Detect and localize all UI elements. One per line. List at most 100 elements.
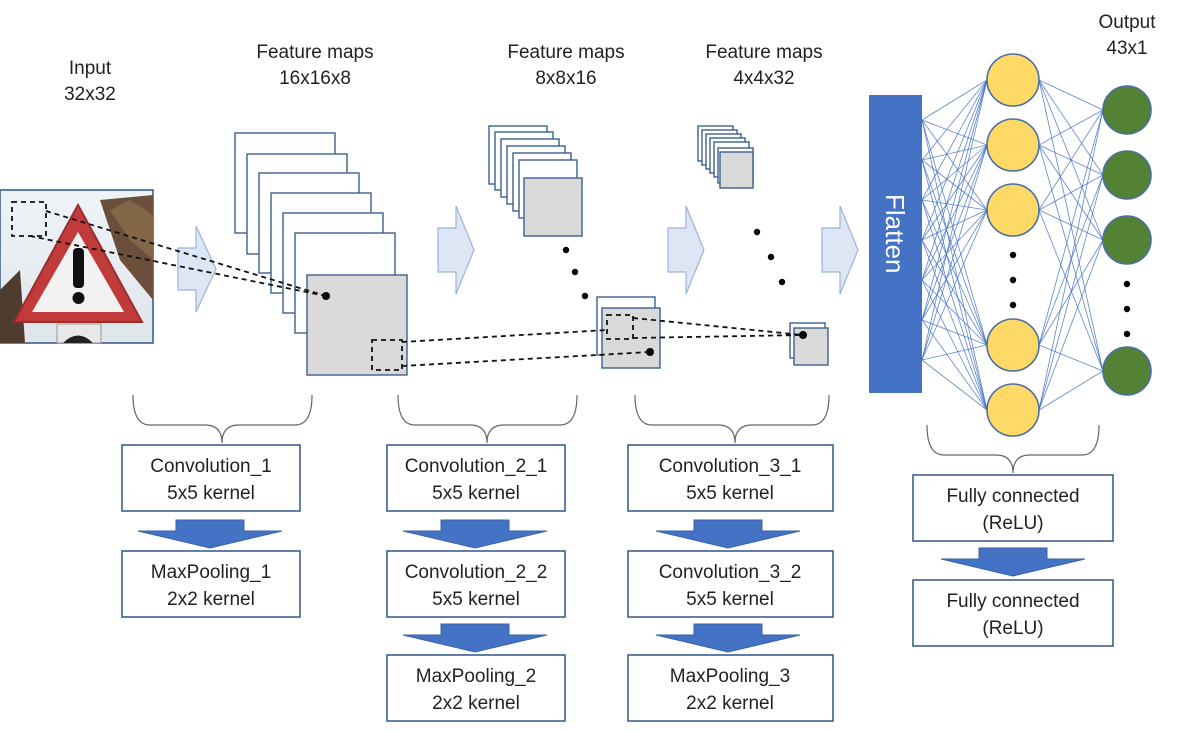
output-node-4 (1102, 346, 1152, 396)
conv2-2-box (386, 550, 566, 618)
flow-arrow-3 (667, 205, 705, 295)
edge-flatten-hidden (921, 144, 988, 161)
edge-hidden-output (1038, 174, 1104, 411)
conv2-1-box (386, 444, 566, 512)
flatten-bar: Flatten (869, 95, 922, 393)
fm2-header-line2: 8x8x16 (535, 68, 596, 89)
pool2-kernel: 2x2 kernel (432, 693, 520, 714)
edge-hidden-output (1038, 344, 1104, 372)
edge-flatten-hidden (921, 79, 988, 321)
fm2-header-line1: Feature maps (507, 42, 624, 63)
conv3-1-box (627, 444, 834, 512)
fm3-header-line1: Feature maps (705, 42, 822, 63)
edge-flatten-hidden (921, 279, 988, 411)
down-arrow-1 (137, 519, 283, 549)
edge-flatten-hidden (921, 144, 988, 201)
pool1-title: MaxPooling_1 (151, 562, 271, 583)
edge-flatten-hidden (921, 79, 988, 121)
edge-hidden-output (1038, 209, 1104, 241)
edge-hidden-output (1038, 109, 1104, 411)
edge-hidden-output (1038, 109, 1104, 146)
fc1-activation: (ReLU) (982, 513, 1043, 534)
edge-hidden-output (1038, 370, 1104, 411)
edge-flatten-hidden (921, 144, 988, 361)
edge-flatten-hidden (921, 79, 988, 161)
output-layer (1102, 85, 1152, 396)
fc2-activation: (ReLU) (982, 618, 1043, 639)
brace-3 (634, 394, 830, 444)
pool2-box (386, 654, 566, 722)
edge-flatten-hidden (921, 79, 988, 281)
hidden-node-1 (986, 53, 1040, 107)
edge-flatten-hidden (921, 79, 988, 241)
brace-2 (397, 394, 578, 444)
output-header-line2: 43x1 (1106, 38, 1147, 59)
edge-flatten-hidden (921, 144, 988, 281)
conv3-2-box (627, 550, 834, 618)
edge-hidden-output (1038, 209, 1104, 372)
fc2-box (912, 579, 1114, 647)
feature-maps-2 (488, 125, 661, 369)
input-header-line2: 32x32 (64, 84, 116, 105)
input-receptive-field (11, 201, 47, 237)
flow-arrow-2 (437, 205, 475, 295)
pool3-title: MaxPooling_3 (670, 666, 790, 687)
edge-hidden-output (1038, 174, 1104, 211)
conv1-title: Convolution_1 (150, 456, 271, 477)
output-header-line1: Output (1098, 12, 1156, 33)
fm3-header-line2: 4x4x32 (733, 68, 794, 89)
hidden-node-5 (986, 383, 1040, 437)
brace-4 (926, 424, 1100, 474)
edge-hidden-output (1038, 144, 1104, 372)
flatten-block (869, 95, 922, 393)
conv3-2-kernel: 5x5 kernel (686, 589, 774, 610)
flow-arrow-1 (177, 225, 217, 313)
projection-lines (29, 210, 804, 367)
conv3-2-title: Convolution_3_2 (659, 562, 802, 583)
edge-flatten-hidden (921, 79, 988, 361)
edge-hidden-output (1038, 239, 1104, 411)
edge-flatten-hidden (921, 144, 988, 241)
edge-hidden-output (1038, 109, 1104, 211)
input-header-line1: Input (69, 58, 112, 79)
fc-edges (921, 79, 1104, 411)
output-node-3 (1102, 215, 1152, 265)
edge-flatten-hidden (921, 119, 988, 146)
edge-hidden-output (1038, 109, 1104, 346)
feature-maps-3 (697, 125, 829, 366)
edge-flatten-hidden (921, 119, 988, 211)
conv2-1-kernel: 5x5 kernel (432, 483, 520, 504)
flow-arrow-4 (821, 205, 859, 295)
edge-flatten-hidden (921, 144, 988, 321)
conv3-1-title: Convolution_3_1 (659, 456, 802, 477)
down-arrow-3 (402, 623, 548, 653)
fc1-title: Fully connected (946, 486, 1079, 507)
edge-flatten-hidden (921, 209, 988, 361)
edge-flatten-hidden (921, 344, 988, 361)
pool3-box (627, 654, 834, 722)
conv2-2-title: Convolution_2_2 (405, 562, 548, 583)
input-image (0, 189, 154, 344)
conv1-box (121, 444, 301, 512)
edge-flatten-hidden (921, 199, 988, 211)
down-arrow-4 (655, 519, 801, 549)
fm1-pool-window (371, 339, 403, 371)
edge-hidden-output (1038, 79, 1104, 372)
down-arrow-6 (940, 547, 1086, 577)
brace-1 (132, 394, 313, 444)
conv1-kernel: 5x5 kernel (167, 483, 255, 504)
down-arrow-5 (655, 623, 801, 653)
conv3-1-kernel: 5x5 kernel (686, 483, 774, 504)
output-node-2 (1102, 150, 1152, 200)
edge-flatten-hidden (921, 209, 988, 241)
fc1-box (912, 474, 1114, 542)
conv2-2-kernel: 5x5 kernel (432, 589, 520, 610)
hidden-node-3 (986, 183, 1040, 237)
edge-hidden-output (1038, 79, 1104, 111)
output-node-1 (1102, 85, 1152, 135)
feature-maps-1 (234, 132, 408, 376)
hidden-node-4 (986, 318, 1040, 372)
hidden-node-2 (986, 118, 1040, 172)
flatten-label: Flatten (880, 194, 910, 274)
